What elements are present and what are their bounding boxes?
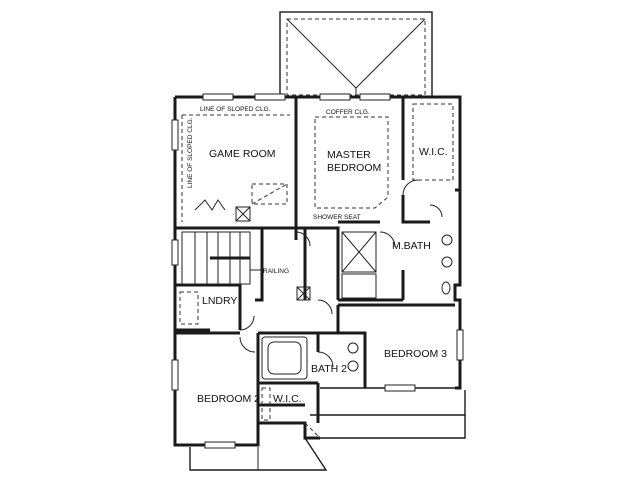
label-railing: RAILING [263,268,289,275]
stairs [181,231,262,285]
label-bedroom-3: BEDROOM 3 [384,348,447,360]
label-master-bath: M.BATH [392,240,431,252]
label-shower-seat: SHOWER SEAT [313,214,361,221]
label-master-bedroom-2: BEDROOM [327,162,381,174]
roof-outline [279,11,433,98]
fixtures [179,206,453,421]
label-master-bedroom-1: MASTER [327,149,371,161]
doors [194,179,443,368]
label-sloped-ceiling-side: LINE OF SLOPED CLG. [187,117,194,188]
windows [171,93,464,449]
porch-outline [189,390,466,471]
label-wic-master: W.I.C. [419,146,448,158]
label-coffer-ceiling: COFFER CLG. [326,109,370,116]
ceiling-lines [181,103,454,222]
interior-walls [175,97,460,423]
annotations: LINE OF SLOPED CLG. LINE OF SLOPED CLG. … [187,106,370,275]
label-laundry: LNDRY [202,295,237,307]
label-bath-2: BATH 2 [311,363,347,375]
label-game-room: GAME ROOM [209,148,276,160]
label-wic-bedroom-2: W.I.C. [273,393,302,405]
room-labels: GAME ROOM MASTER BEDROOM W.I.C. M.BATH L… [197,146,448,405]
label-bedroom-2: BEDROOM 2 [197,393,260,405]
label-sloped-ceiling-top: LINE OF SLOPED CLG. [200,106,271,113]
